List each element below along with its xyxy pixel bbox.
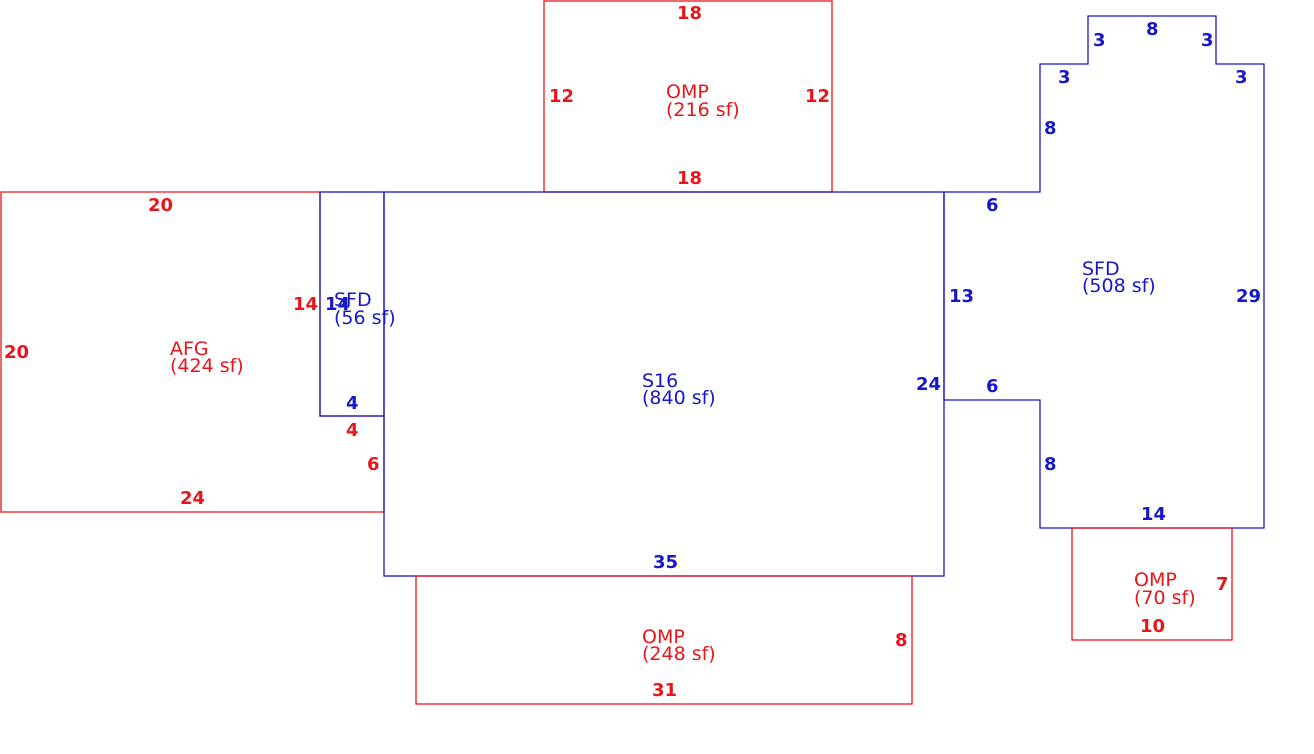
omp-right-area: (70 sf): [1134, 587, 1196, 609]
omp-right-outline: [1071, 527, 1233, 641]
afg-area: (424 sf): [170, 355, 244, 377]
omp-top-area: (216 sf): [666, 99, 740, 121]
dim-s16-right: 24: [916, 374, 941, 395]
omp-bottom-outline: [415, 575, 913, 705]
omp-right-code: OMP: [1134, 569, 1177, 591]
dim-omp-top-right: 12: [805, 86, 830, 107]
dim-omp-right-right: 7: [1216, 574, 1229, 595]
dim-afg-right-step: 4: [346, 420, 359, 441]
dim-sfd-right-bump-right: 3: [1201, 30, 1214, 51]
omp-top-code: OMP: [666, 81, 709, 103]
dim-sfd-small-bottom: 4: [346, 393, 359, 414]
dim-sfd-right-lower-step: 6: [986, 376, 999, 397]
dim-omp-top-bottom: 18: [677, 168, 702, 189]
dim-sfd-right-bump-left: 3: [1093, 30, 1106, 51]
dim-sfd-right-upper-left: 8: [1044, 118, 1057, 139]
dim-sfd-right-lower-left: 8: [1044, 454, 1057, 475]
sfd-small-area: (56 sf): [334, 307, 396, 329]
dim-sfd-right-bottom: 14: [1141, 504, 1166, 525]
dim-omp-bottom-bottom: 31: [652, 680, 677, 701]
dim-s16-bottom: 35: [653, 552, 678, 573]
dim-afg-bottom: 24: [180, 488, 205, 509]
omp-bottom-area: (248 sf): [642, 643, 716, 665]
sfd-right-area: (508 sf): [1082, 275, 1156, 297]
dim-sfd-right-shoulder-left: 3: [1058, 67, 1071, 88]
dim-sfd-right-shoulder-right: 3: [1235, 67, 1248, 88]
sfd-right-outline: [943, 15, 1265, 529]
dim-sfd-right-upper-step: 6: [986, 195, 999, 216]
dim-omp-top-left: 12: [549, 86, 574, 107]
sfd-right-code: SFD: [1082, 258, 1120, 280]
dim-sfd-small-side: 14: [325, 294, 350, 315]
dim-afg-top: 20: [148, 195, 173, 216]
sfd-small-code: SFD: [334, 289, 372, 311]
dim-afg-right-upper: 14: [293, 294, 318, 315]
afg-code: AFG: [170, 338, 209, 360]
dim-omp-bottom-right: 8: [895, 630, 908, 651]
s16-code: S16: [642, 370, 678, 392]
dim-omp-right-bottom: 10: [1140, 616, 1165, 637]
dim-sfd-right-right: 29: [1236, 286, 1261, 307]
omp-bottom-code: OMP: [642, 626, 685, 648]
dim-afg-right-lower: 6: [367, 454, 380, 475]
s16-area: (840 sf): [642, 387, 716, 409]
dim-omp-top-top: 18: [677, 3, 702, 24]
dim-sfd-right-top-bump: 8: [1146, 19, 1159, 40]
dim-sfd-right-mid-side: 13: [949, 286, 974, 307]
dim-afg-left: 20: [4, 342, 29, 363]
